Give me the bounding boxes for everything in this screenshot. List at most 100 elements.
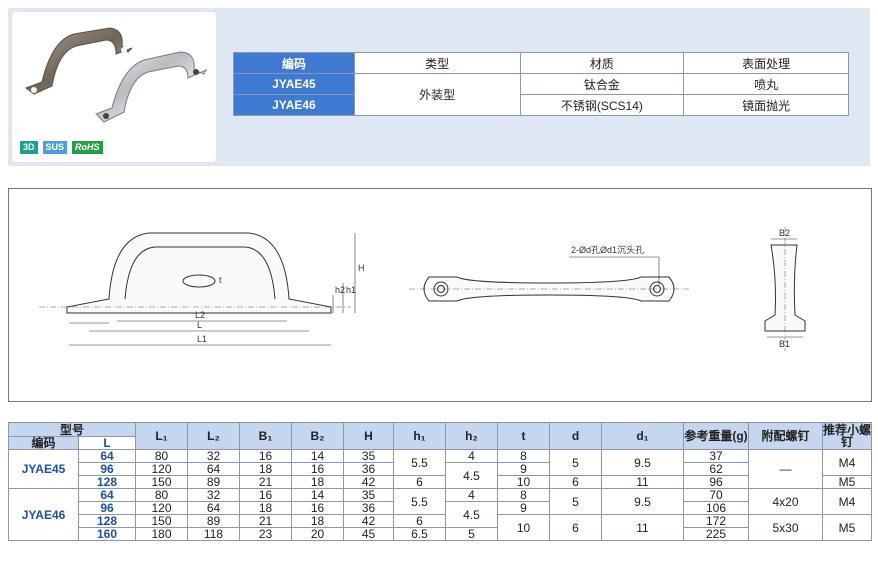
- spec-code: JYAE46: [233, 94, 355, 116]
- cell-b2: 16: [291, 501, 344, 515]
- label-hole: 2-Ød孔Ød1沉头孔: [571, 245, 644, 255]
- cell-h: 36: [343, 462, 394, 476]
- badges: 3D SUS RoHS: [20, 141, 103, 154]
- cell-weight: 37: [683, 449, 749, 463]
- table-row: JYAE45 64 80 32 16 14 35 5.5 4 8 5 9.5 3…: [8, 449, 872, 489]
- group-code: JYAE45: [8, 449, 79, 489]
- cell-l: 160: [78, 527, 136, 541]
- cell-b2: 14: [291, 449, 344, 463]
- cell-b2: 20: [291, 527, 344, 541]
- label-l2: L2: [195, 310, 205, 320]
- col-l: L: [78, 436, 136, 450]
- cell-b1: 21: [239, 514, 292, 528]
- dimension-table: 型号 L₁ L₂ B₁ B₂ H h₁ h₂ t d d₁ 参考重量(g) 附配…: [8, 422, 872, 541]
- cell-l1: 80: [135, 449, 188, 463]
- cell-l2: 89: [187, 514, 240, 528]
- cell-weight: 70: [683, 488, 749, 502]
- cell-l1: 120: [135, 501, 188, 515]
- cell-h1: 5.5: [393, 488, 446, 515]
- cell-h: 35: [343, 449, 394, 463]
- table-row: 128 150 89 21 18 42 6 10 6 11 172 5x30 M…: [9, 514, 872, 541]
- cell-l2: 32: [187, 488, 240, 502]
- cell-weight: 106: [683, 501, 749, 515]
- cell-l2: 64: [187, 501, 240, 515]
- cell-b1: 16: [239, 488, 292, 502]
- cell-h2: 4: [445, 449, 498, 463]
- cell-d: 6: [549, 514, 602, 541]
- spec-type: 外装型: [353, 73, 521, 116]
- label-l: L: [197, 320, 202, 330]
- badge-rohs: RoHS: [72, 141, 103, 154]
- spec-material: 不锈钢(SCS14): [519, 94, 685, 116]
- cell-h2: 4.5: [445, 462, 498, 489]
- cell-t: 8: [497, 488, 550, 502]
- technical-drawing: L2 L L1 H h1 h2 t 2-Ød孔Ød1沉头孔 B2 B1: [8, 188, 872, 402]
- product-photo: [12, 12, 216, 162]
- cell-d: 5: [549, 449, 602, 476]
- drawing-svg: L2 L L1 H h1 h2 t 2-Ød孔Ød1沉头孔 B2 B1: [39, 227, 806, 351]
- cell-weight: 225: [683, 527, 749, 541]
- col-t: t: [497, 422, 550, 450]
- cell-d: 5: [549, 488, 602, 515]
- cell-b1: 23: [239, 527, 292, 541]
- cell-rec-screw: M5: [822, 514, 872, 541]
- label-b1: B1: [779, 339, 790, 349]
- table-row: 128 150 89 21 18 42 6 10 6 11 96 M5: [9, 475, 872, 489]
- cell-h: 42: [343, 475, 394, 489]
- cell-l1: 150: [135, 475, 188, 489]
- table-row: 96 120 64 18 16 36 4.5 9 106: [9, 501, 872, 528]
- label-h1: h1: [346, 285, 356, 295]
- col-h: H: [343, 422, 394, 450]
- table-row: 160 180 118 23 20 45 6.5 5 225: [9, 527, 872, 541]
- cell-d1: 11: [601, 514, 684, 541]
- cell-b1: 18: [239, 501, 292, 515]
- col-model: 型号: [8, 422, 136, 437]
- cell-t: 9: [497, 501, 550, 515]
- cell-h1: 6.5: [393, 527, 446, 541]
- cell-h: 42: [343, 514, 394, 528]
- col-b1: B₁: [239, 422, 292, 450]
- cell-h: 45: [343, 527, 394, 541]
- cell-l2: 32: [187, 449, 240, 463]
- badge-3d: 3D: [20, 141, 38, 154]
- col-b2: B₂: [291, 422, 344, 450]
- cell-l: 64: [78, 449, 136, 463]
- cell-l: 64: [78, 488, 136, 502]
- label-h2: h2: [335, 285, 345, 295]
- cell-l2: 64: [187, 462, 240, 476]
- cell-screw: —: [748, 449, 823, 489]
- cell-d: 6: [549, 475, 602, 489]
- cell-l1: 180: [135, 527, 188, 541]
- cell-t: 10: [497, 475, 550, 489]
- cell-weight: 62: [683, 462, 749, 476]
- cell-l: 128: [78, 475, 136, 489]
- cell-h2: 5: [445, 527, 498, 541]
- table-row: JYAE46 64 80 32 16 14 35 5.5 4 8 5 9.5 7…: [8, 488, 872, 541]
- cell-h2: 4.5: [445, 501, 498, 528]
- cell-t: 10: [497, 514, 550, 541]
- cell-screw: 5x30: [748, 514, 823, 541]
- cell-l: 96: [78, 462, 136, 476]
- cell-h1: 6: [393, 475, 446, 489]
- cell-l1: 80: [135, 488, 188, 502]
- table-row: 96 120 64 18 16 36 4.5 9 62: [9, 462, 872, 489]
- col-d1: d₁: [601, 422, 684, 450]
- label-h: H: [358, 263, 365, 273]
- cell-l: 128: [78, 514, 136, 528]
- cell-b2: 14: [291, 488, 344, 502]
- spec-header-type: 类型: [353, 52, 521, 74]
- handle-photo: [24, 27, 208, 123]
- cell-rec-screw: M4: [822, 488, 872, 515]
- cell-rec-screw: M4: [822, 449, 872, 476]
- spec-header-finish: 表面处理: [683, 52, 849, 74]
- cell-b2: 16: [291, 462, 344, 476]
- cell-l1: 150: [135, 514, 188, 528]
- cell-screw: 4x20: [748, 488, 823, 515]
- spec-finish: 镜面抛光: [683, 94, 849, 116]
- label-l1: L1: [197, 334, 207, 344]
- cell-weight: 172: [683, 514, 749, 528]
- cell-h: 36: [343, 501, 394, 515]
- label-t: t: [219, 275, 222, 285]
- cell-l: 96: [78, 501, 136, 515]
- cell-h1: 6: [393, 514, 446, 528]
